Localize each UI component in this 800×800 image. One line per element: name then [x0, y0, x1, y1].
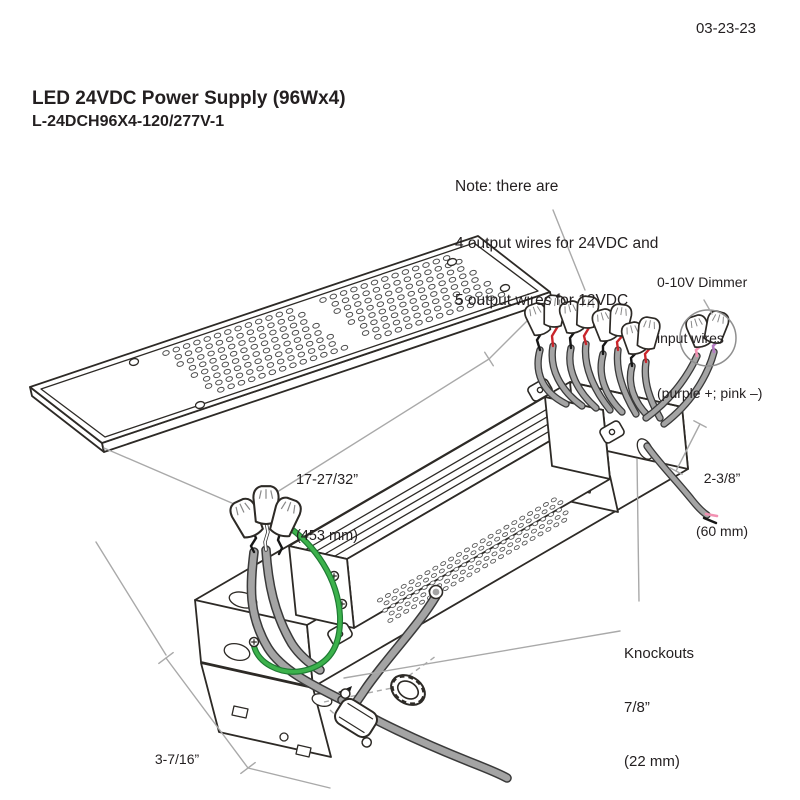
model-number: L-24DCH96X4-120/277V-1: [32, 113, 225, 130]
knockout-leader-bottom: [343, 630, 621, 679]
input-lead-white: [264, 521, 269, 551]
dimension-length-label: 17-27/32” (453 mm): [252, 434, 402, 564]
cable-clamp: [334, 688, 378, 748]
output-wires-gray: [534, 340, 718, 428]
dimmer-wires-note: 0-10V Dimmer input wires (purple +; pink…: [657, 236, 762, 421]
note-line: Knockouts: [624, 645, 695, 662]
cover-perforation-patch-1: [162, 308, 349, 393]
knockout-leader-top: [636, 458, 640, 602]
exit-lead-pink: [704, 512, 719, 518]
knockout-hole: [223, 642, 251, 662]
note-line: input wires: [657, 329, 724, 346]
dimension-metric: (453 mm): [295, 527, 359, 544]
leader-lines: [343, 209, 713, 679]
page-title: LED 24VDC Power Supply (96Wx4): [32, 88, 346, 109]
note-leader: [552, 209, 586, 291]
mounting-flange-left: [200, 662, 332, 758]
locknut-ring: [390, 674, 426, 706]
dimmer-leader: [703, 299, 713, 315]
ground-screw: [248, 636, 260, 648]
input-wiring: [226, 485, 512, 783]
cover-screw-hole: [128, 357, 140, 367]
output-wires-note: Note: there are 4 output wires for 24VDC…: [455, 139, 658, 329]
dimension-metric: (60 mm): [695, 522, 749, 539]
ground-wire: [252, 523, 342, 674]
note-line: (22 mm): [624, 753, 680, 770]
note-line: 0-10V Dimmer: [657, 274, 748, 290]
knockouts-label: Knockouts 7/8” (22 mm): [624, 609, 694, 789]
dimension-depth-label: 2-3/8” (60 mm): [667, 435, 777, 558]
cover-screw-hole: [194, 400, 206, 410]
dimension-height-label: 3-7/16” (87 mm): [112, 714, 242, 800]
cover-screw-hole: [499, 283, 511, 293]
flange-hole: [279, 732, 289, 742]
cover-perforation-patch-2: [319, 255, 506, 340]
dimension-imperial: 2-3/8”: [703, 470, 741, 486]
note-line: 7/8”: [624, 699, 650, 716]
flange-slot: [295, 744, 312, 758]
revision-date: 03-23-23: [695, 20, 756, 37]
input-cable: [248, 548, 346, 704]
exit-lead-black: [702, 516, 718, 525]
dimension-imperial: 17-27/32”: [295, 472, 359, 488]
driver-right-end: [544, 396, 611, 480]
output-wiring: [521, 293, 737, 525]
dimension-depth-lines: [669, 420, 707, 475]
dimmer-exit-wire: [644, 443, 710, 518]
cover-plate: [29, 235, 553, 453]
dimension-height-lines: [95, 541, 331, 789]
main-unit: [194, 376, 689, 758]
driver-top-ridges: [304, 400, 592, 557]
flange-slot: [231, 705, 249, 719]
note-line: 4 output wires for 24VDC and: [455, 235, 659, 252]
note-line: (purple +; pink –): [657, 385, 763, 401]
note-line: Note: there are: [455, 178, 559, 195]
note-line: 5 output wires for 12VDC: [455, 292, 629, 309]
dimmer-highlight-circle: [679, 309, 737, 367]
cover-screw-hole: [446, 257, 458, 267]
input-cable: [262, 546, 324, 674]
dimension-imperial: 3-7/16”: [154, 751, 200, 767]
